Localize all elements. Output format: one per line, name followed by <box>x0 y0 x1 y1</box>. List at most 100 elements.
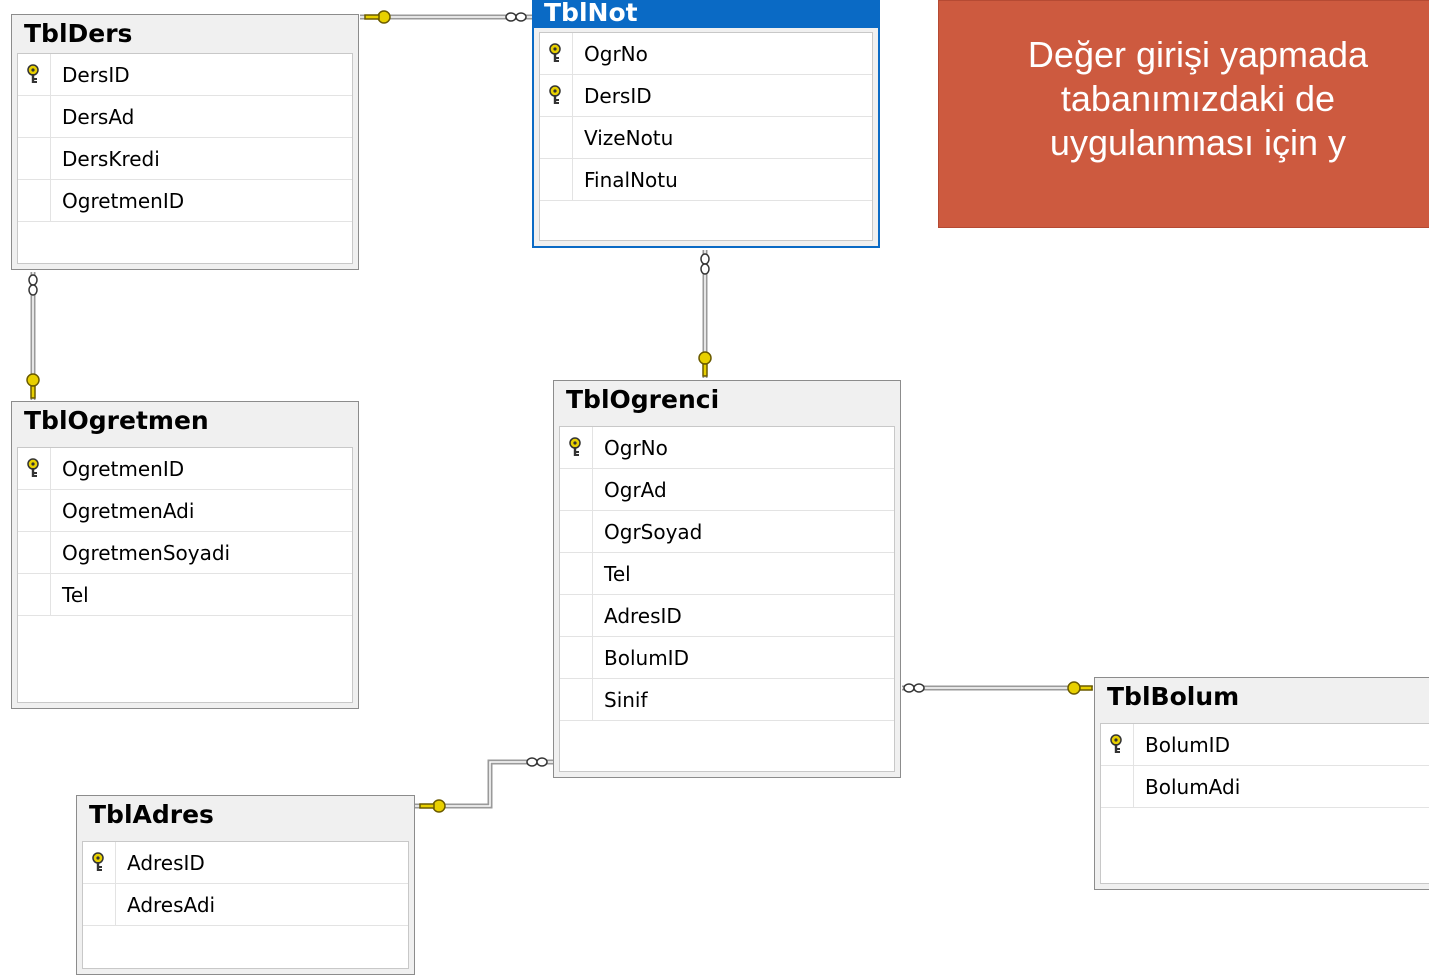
column-row[interactable]: OgretmenID <box>18 448 352 490</box>
row-gutter <box>18 448 51 489</box>
row-gutter <box>18 54 51 95</box>
primary-key-icon <box>549 43 561 62</box>
primary-key-icon <box>549 85 561 104</box>
row-gutter <box>560 511 593 552</box>
column-row[interactable]: OgretmenSoyadi <box>18 532 352 574</box>
table-tblbolum[interactable]: TblBolum BolumID BolumAdi <box>1094 677 1429 890</box>
column-row[interactable]: OgretmenAdi <box>18 490 352 532</box>
primary-key-icon <box>27 458 39 477</box>
column-name: OgrAd <box>604 478 667 502</box>
key-icon <box>26 10 1093 813</box>
column-name: BolumID <box>1145 733 1230 757</box>
column-row[interactable]: FinalNotu <box>540 159 872 201</box>
column-name: OgretmenID <box>62 189 185 213</box>
column-row[interactable]: OgretmenID <box>18 180 352 222</box>
column-name: DersID <box>62 63 130 87</box>
primary-key-icon <box>1110 734 1122 753</box>
column-row[interactable]: OgrAd <box>560 469 894 511</box>
column-row[interactable]: Tel <box>560 553 894 595</box>
column-row[interactable]: DersKredi <box>18 138 352 180</box>
callout-line: Değer girişi yapmada <box>1027 34 1369 75</box>
row-gutter <box>18 138 51 179</box>
column-name: FinalNotu <box>584 168 678 192</box>
table-title: TblAdres <box>89 800 214 829</box>
column-row[interactable]: BolumID <box>560 637 894 679</box>
column-name: OgrSoyad <box>604 520 703 544</box>
row-gutter <box>540 75 573 116</box>
table-title: TblDers <box>24 19 133 48</box>
row-gutter <box>560 469 593 510</box>
row-gutter <box>18 574 51 615</box>
column-name: Tel <box>604 562 631 586</box>
column-row[interactable]: AdresAdi <box>83 884 408 926</box>
column-row[interactable]: Sinif <box>560 679 894 721</box>
column-grid: AdresID AdresAdi <box>82 841 409 969</box>
row-gutter <box>540 117 573 158</box>
primary-key-icon <box>569 437 581 456</box>
table-title: TblNot <box>534 0 878 28</box>
row-gutter <box>18 180 51 221</box>
column-grid: BolumID BolumAdi <box>1100 723 1429 884</box>
row-gutter <box>1101 724 1134 765</box>
row-gutter <box>560 553 593 594</box>
table-title: TblOgrenci <box>566 385 720 414</box>
row-gutter <box>1101 766 1134 807</box>
infinity-icon <box>28 12 925 767</box>
column-name: DersID <box>584 84 652 108</box>
table-title: TblBolum <box>1107 682 1240 711</box>
row-gutter <box>83 842 116 883</box>
column-row[interactable]: AdresID <box>83 842 408 884</box>
rel-adres-ogrenci <box>415 759 553 809</box>
callout-line: tabanımızdaki de <box>1060 78 1336 119</box>
row-gutter <box>560 679 593 720</box>
row-gutter <box>540 159 573 200</box>
column-name: OgrNo <box>584 42 648 66</box>
column-row[interactable]: AdresID <box>560 595 894 637</box>
column-name: OgretmenAdi <box>62 499 195 523</box>
column-row[interactable]: DersID <box>540 75 872 117</box>
column-name: VizeNotu <box>584 126 674 150</box>
column-row[interactable]: DersAd <box>18 96 352 138</box>
column-name: AdresID <box>604 604 682 628</box>
column-name: AdresID <box>127 851 205 875</box>
column-row[interactable]: DersID <box>18 54 352 96</box>
column-name: OgretmenSoyadi <box>62 541 231 565</box>
row-gutter <box>540 33 573 74</box>
column-name: DersKredi <box>62 147 160 171</box>
table-tbladres[interactable]: TblAdres AdresID AdresAdi <box>76 795 415 975</box>
row-gutter <box>18 490 51 531</box>
column-name: OgrNo <box>604 436 668 460</box>
row-gutter <box>18 96 51 137</box>
column-name: Sinif <box>604 688 648 712</box>
column-row[interactable]: OgrNo <box>540 33 872 75</box>
primary-key-icon <box>27 64 39 83</box>
row-gutter <box>560 637 593 678</box>
column-name: BolumAdi <box>1145 775 1241 799</box>
row-gutter <box>560 427 593 468</box>
column-name: AdresAdi <box>127 893 216 917</box>
callout-line: uygulanması için y <box>1049 122 1347 163</box>
column-name: DersAd <box>62 105 135 129</box>
column-row[interactable]: VizeNotu <box>540 117 872 159</box>
row-gutter <box>560 595 593 636</box>
column-row[interactable]: OgrNo <box>560 427 894 469</box>
column-name: Tel <box>62 583 89 607</box>
column-row[interactable]: BolumID <box>1101 724 1429 766</box>
column-row[interactable]: Tel <box>18 574 352 616</box>
column-row[interactable]: OgrSoyad <box>560 511 894 553</box>
row-gutter <box>18 532 51 573</box>
row-gutter <box>83 884 116 925</box>
column-name: BolumID <box>604 646 689 670</box>
column-name: OgretmenID <box>62 457 185 481</box>
column-row[interactable]: BolumAdi <box>1101 766 1429 808</box>
primary-key-icon <box>92 852 104 871</box>
